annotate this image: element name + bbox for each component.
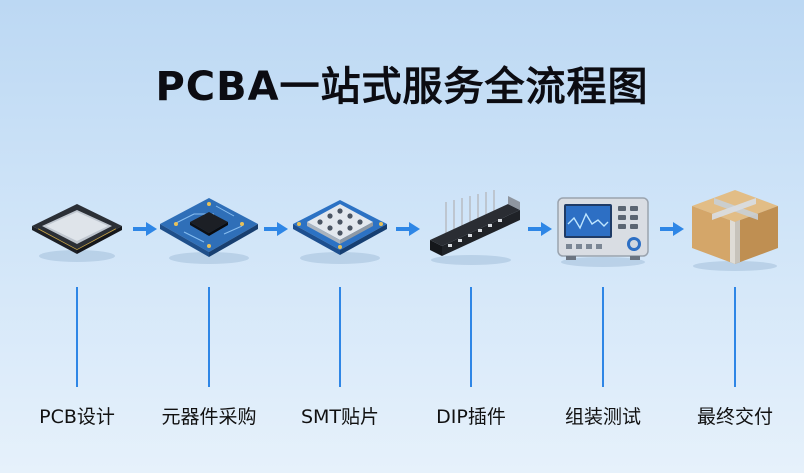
page-title: PCBA一站式服务全流程图 [155, 64, 649, 110]
connector-line [470, 287, 472, 387]
package-box-icon [680, 184, 790, 274]
step-label-final-delivery: 最终交付 [696, 406, 773, 428]
step-label-component-purchase: 元器件采购 [161, 406, 257, 428]
arrow-right-icon [264, 222, 288, 236]
test-instrument-icon [548, 184, 658, 274]
connector-line [602, 287, 604, 387]
arrow-right-icon [396, 222, 420, 236]
arrow-right-icon [133, 222, 157, 236]
circuit-board-icon [154, 184, 264, 274]
pin-header-icon [416, 184, 526, 274]
smt-component-icon [285, 184, 395, 274]
connector-line [76, 287, 78, 387]
connector-line [339, 287, 341, 387]
arrow-right-icon [528, 222, 552, 236]
step-label-assembly-test: 组装测试 [564, 406, 641, 428]
chip-icon [22, 184, 132, 274]
arrow-right-icon [660, 222, 684, 236]
step-label-smt: SMT贴片 [300, 406, 380, 428]
connector-line [734, 287, 736, 387]
connector-line [208, 287, 210, 387]
step-label-dip: DIP插件 [436, 406, 506, 428]
step-label-pcb-design: PCB设计 [39, 406, 115, 428]
